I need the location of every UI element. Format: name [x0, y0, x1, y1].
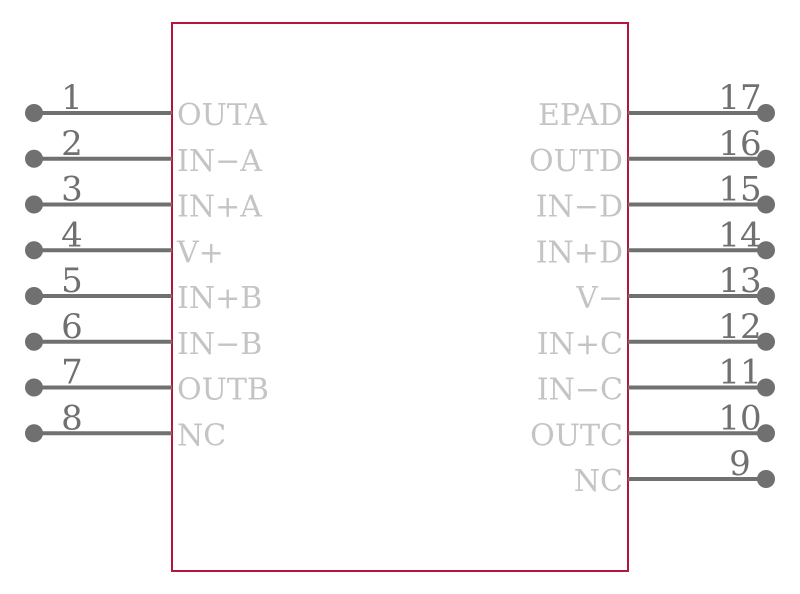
pin-9-number: 9	[729, 444, 751, 484]
pin-3-name: IN+A	[177, 190, 262, 225]
pin-14-name: IN+D	[536, 235, 623, 270]
pin-3-terminal	[25, 195, 43, 214]
pin-4-name: V+	[176, 235, 224, 270]
pin-5-name: IN+B	[177, 281, 262, 316]
pin-2-number: 2	[61, 124, 83, 164]
pin-16-terminal	[757, 149, 775, 168]
pin-6-terminal	[25, 332, 43, 351]
pin-7-terminal	[25, 378, 43, 397]
pin-13-terminal	[757, 287, 775, 305]
pin-12-terminal	[757, 332, 775, 351]
pin-7-name: OUTB	[177, 373, 269, 408]
pin-11-name: IN−C	[537, 373, 623, 408]
pin-10-name: OUTC	[530, 418, 623, 453]
pin-9: 9NC	[574, 444, 775, 499]
pin-11-terminal	[757, 378, 775, 397]
pin-13: 13V−	[575, 261, 775, 316]
pin-4-number: 4	[61, 215, 83, 255]
pin-6-name: IN−B	[177, 327, 262, 362]
pin-12-number: 12	[718, 307, 761, 347]
pin-1-name: OUTA	[177, 98, 267, 133]
pin-4-terminal	[25, 241, 43, 260]
pin-7-number: 7	[61, 353, 83, 393]
pin-5-number: 5	[61, 261, 83, 301]
pin-5-terminal	[25, 287, 43, 305]
pin-8-number: 8	[61, 398, 83, 438]
pin-15-name: IN−D	[536, 190, 623, 225]
pin-13-name: V−	[575, 281, 623, 316]
pin-2-name: IN−A	[177, 144, 262, 179]
pin-1-terminal	[25, 104, 43, 122]
pin-3-number: 3	[61, 170, 83, 210]
pin-16-name: OUTD	[529, 144, 623, 179]
right-pin-group: 17EPAD16OUTD15IN−D14IN+D13V−12IN+C11IN−C…	[529, 78, 775, 499]
pin-2-terminal	[25, 149, 43, 168]
pin-9-terminal	[757, 470, 775, 488]
pin-10-terminal	[757, 424, 775, 443]
pin-13-number: 13	[718, 261, 761, 301]
pin-8-terminal	[25, 424, 43, 443]
pin-14-terminal	[757, 241, 775, 260]
pin-6-number: 6	[61, 307, 83, 347]
pin-8-name: NC	[177, 418, 226, 453]
pin-17-number: 17	[718, 78, 761, 118]
pin-16-number: 16	[718, 124, 761, 164]
pin-14-number: 14	[718, 215, 761, 255]
pin-17-terminal	[757, 104, 775, 122]
pin-17-name: EPAD	[538, 98, 623, 133]
pin-15-number: 15	[718, 170, 761, 210]
pin-11-number: 11	[718, 353, 761, 393]
pin-10-number: 10	[718, 398, 761, 438]
pin-1-number: 1	[61, 78, 83, 118]
pin-12-name: IN+C	[537, 327, 623, 362]
pin-9-name: NC	[574, 464, 623, 499]
pin-15-terminal	[757, 195, 775, 214]
